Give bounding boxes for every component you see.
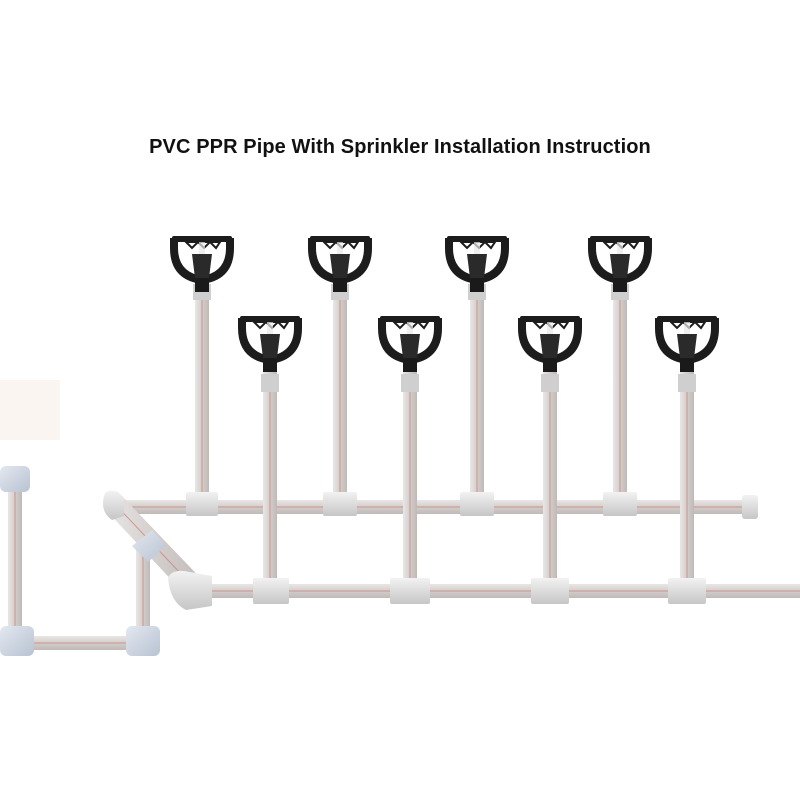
tee-fitting-icon [323, 492, 357, 516]
riser-front-3 [531, 372, 569, 604]
end-cap-icon [742, 495, 758, 519]
sprinkler-icon [654, 315, 720, 373]
sprinkler-icon [377, 315, 443, 373]
riser-connector [132, 530, 166, 562]
riser-back-3 [460, 284, 494, 516]
sprinkler-icon [237, 315, 303, 373]
sprinkler-icon [517, 315, 583, 373]
elbow-fitting-icon [126, 626, 160, 656]
tee-fitting-icon [460, 492, 494, 516]
riser-back-1 [186, 284, 218, 516]
sprinkler-icon [307, 235, 373, 293]
elbow-fitting-icon [132, 530, 166, 562]
tee-fitting-icon [668, 578, 706, 604]
sprinkler-icon [587, 235, 653, 293]
sprinkler-icon [444, 235, 510, 293]
tee-fitting-icon [603, 492, 637, 516]
tee-fitting-icon [253, 578, 289, 604]
riser-back-4 [603, 284, 637, 516]
back-row [186, 284, 637, 516]
feed-line [0, 466, 160, 656]
riser-front-4 [668, 372, 706, 604]
tee-fitting-icon [186, 492, 218, 516]
background-blur [0, 380, 60, 440]
riser-front-1 [253, 372, 289, 604]
tee-fitting-icon [531, 578, 569, 604]
elbow-fitting-icon [168, 570, 212, 610]
elbow-fitting-icon [103, 490, 124, 520]
page-title: PVC PPR Pipe With Sprinkler Installation… [149, 136, 651, 158]
elbow-fitting-icon [0, 466, 30, 492]
front-row [253, 372, 706, 604]
tee-fitting-icon [390, 578, 430, 604]
elbow-fitting-icon [0, 626, 34, 656]
riser-back-2 [323, 284, 357, 516]
riser-front-2 [390, 372, 430, 604]
sprinkler-icon [169, 235, 235, 293]
